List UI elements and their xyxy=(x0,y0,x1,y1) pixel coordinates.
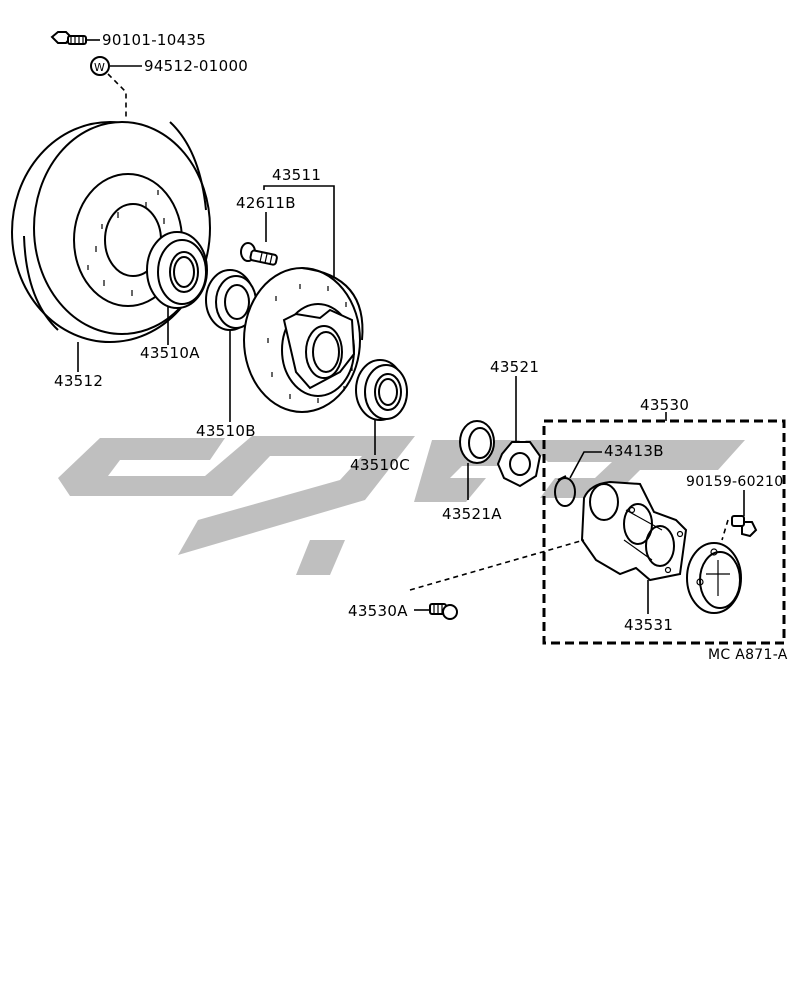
label-42611B: 42611B xyxy=(236,194,296,212)
bearing-43510A xyxy=(146,231,208,309)
hub-cap xyxy=(686,542,742,614)
leader-43413B xyxy=(569,451,602,479)
label-90159-60210: 90159-60210 xyxy=(686,474,783,490)
label-90101-10435: 90101-10435 xyxy=(102,31,206,49)
bracket-43511 xyxy=(263,185,335,278)
diagram-code: MC A871-A xyxy=(708,647,788,663)
label-43531: 43531 xyxy=(624,616,673,634)
bearing-43510C xyxy=(355,359,408,421)
label-43510B: 43510B xyxy=(196,422,256,440)
bolt-43530A xyxy=(429,603,458,620)
dashed-guide-43530A xyxy=(409,539,585,591)
label-43510C: 43510C xyxy=(350,456,410,474)
label-94512-01000: 94512-01000 xyxy=(144,57,248,75)
hub-43511 xyxy=(243,267,364,413)
nut-43521 xyxy=(496,441,542,488)
washer-mark: W xyxy=(94,61,105,74)
label-43521A: 43521A xyxy=(442,505,502,523)
snap-ring-43413B xyxy=(554,475,576,507)
label-43521: 43521 xyxy=(490,358,539,376)
label-43512: 43512 xyxy=(54,372,103,390)
hub-body-43531 xyxy=(580,480,688,582)
label-43530: 43530 xyxy=(640,396,689,414)
washer-43521A xyxy=(459,420,495,464)
label-43510A: 43510A xyxy=(140,344,200,362)
watermark-logo xyxy=(58,436,745,575)
label-43413B: 43413B xyxy=(604,442,664,460)
bolt-90159 xyxy=(731,515,758,538)
label-43511: 43511 xyxy=(272,166,321,184)
dashed-guide-bolt xyxy=(107,73,127,118)
assembly-box-43530 xyxy=(542,419,786,645)
label-43530A: 43530A xyxy=(348,602,408,620)
hub-bolt-42611B xyxy=(240,242,278,266)
dashed-guide-90159 xyxy=(721,519,729,541)
washer-94512: W xyxy=(90,56,110,76)
bolt-90101 xyxy=(50,31,87,45)
